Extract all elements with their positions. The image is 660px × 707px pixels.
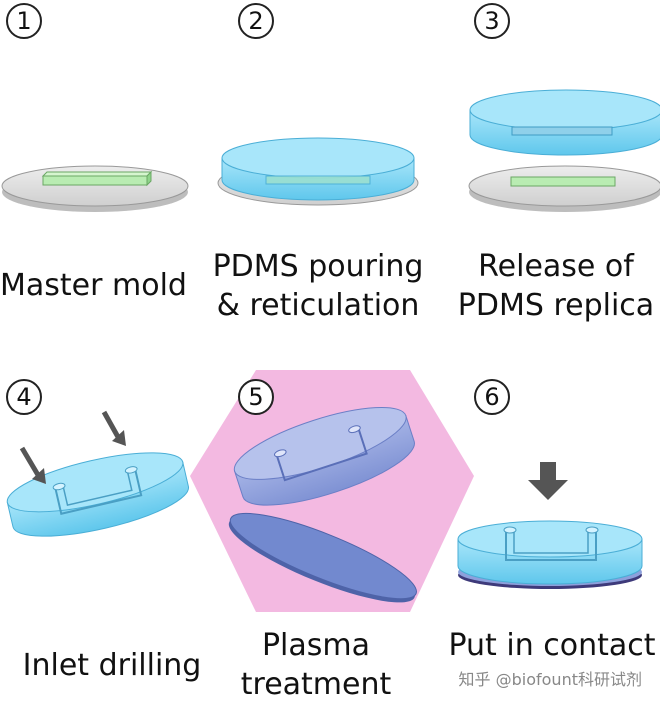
step-number-6: 6 [474,379,510,415]
panel-2-pdms-pouring [217,137,419,206]
panel-4-inlet-drilling [6,410,189,537]
step-4-label: Inlet drilling [22,648,202,683]
arrow-down-icon [101,410,126,446]
arrow-down-icon [19,446,46,484]
step-6-label: Put in contact [448,628,656,663]
panel-6-put-in-contact [457,462,643,589]
step-number-3: 3 [474,3,510,39]
step-1-label: Master mold [0,268,187,303]
step-2-label-line1: PDMS pouring [212,249,424,284]
green-channel-feature [41,170,153,187]
step-3-label-line1: Release of [478,249,634,284]
step-number-2: 2 [238,3,274,39]
step-2-label-line2: & reticulation [216,288,420,323]
panel-1-master-mold [1,165,189,212]
step-5-label-line1: Plasma [261,628,371,663]
panel-5-plasma-treatment [190,370,474,612]
step-3-label-line2: PDMS replica [457,288,655,323]
step-number-5: 5 [238,379,274,415]
arrow-down-icon [528,462,568,500]
step-5-label-line2: treatment [240,667,392,702]
watermark: 知乎 @biofount科研试剂 [458,670,642,689]
step-number-4: 4 [6,379,42,415]
panel-3-release [468,89,660,212]
step-number-1: 1 [6,3,42,39]
